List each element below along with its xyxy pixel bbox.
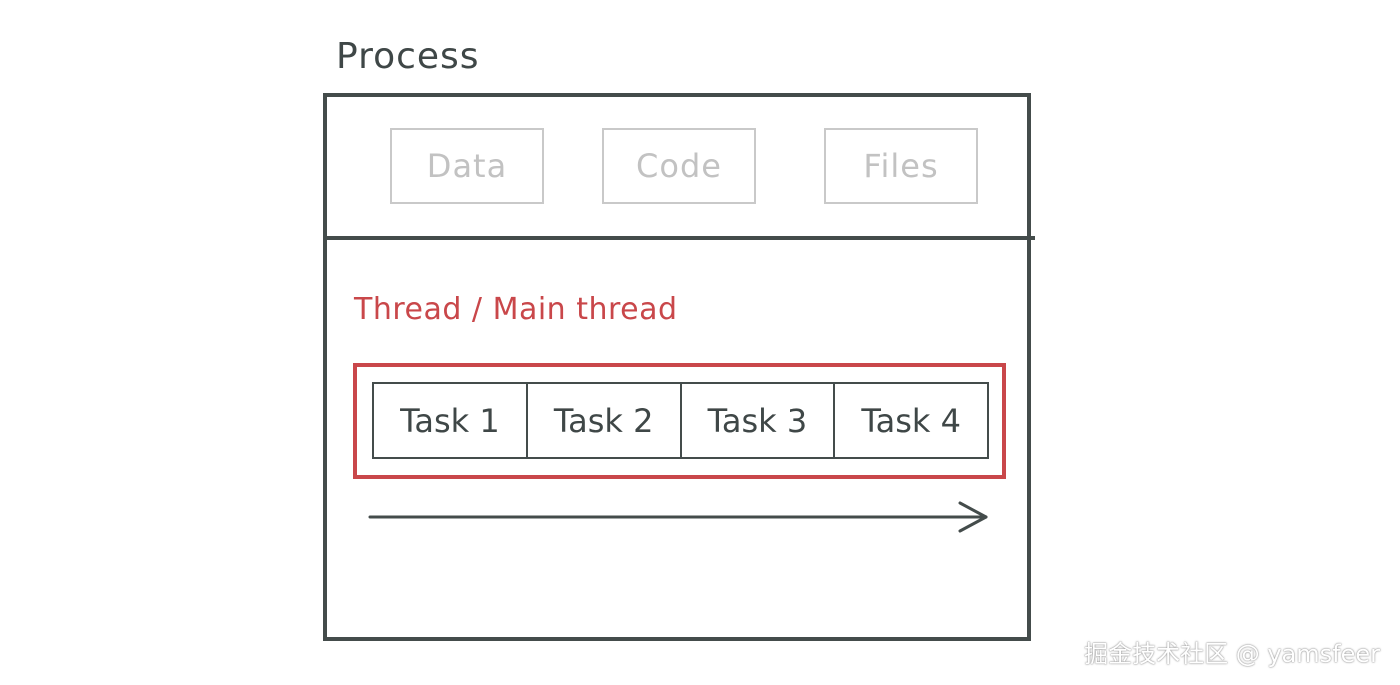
thread-box	[353, 363, 1006, 479]
right-arrow-icon	[368, 501, 988, 533]
resource-files: Files	[824, 128, 978, 204]
task-1: Task 1	[400, 401, 500, 440]
process-divider	[323, 236, 1035, 240]
resource-code: Code	[602, 128, 756, 204]
task-row: Task 1 Task 2 Task 3 Task 4	[372, 382, 989, 459]
task-3: Task 3	[679, 384, 834, 457]
process-box	[323, 93, 1031, 641]
thread-label: Thread / Main thread	[354, 292, 678, 327]
process-title: Process	[336, 36, 480, 77]
task-2: Task 2	[525, 384, 680, 457]
resource-data: Data	[390, 128, 544, 204]
task-4: Task 4	[833, 384, 987, 457]
watermark: 掘金技术社区 @ yamsfeer	[1084, 640, 1380, 668]
